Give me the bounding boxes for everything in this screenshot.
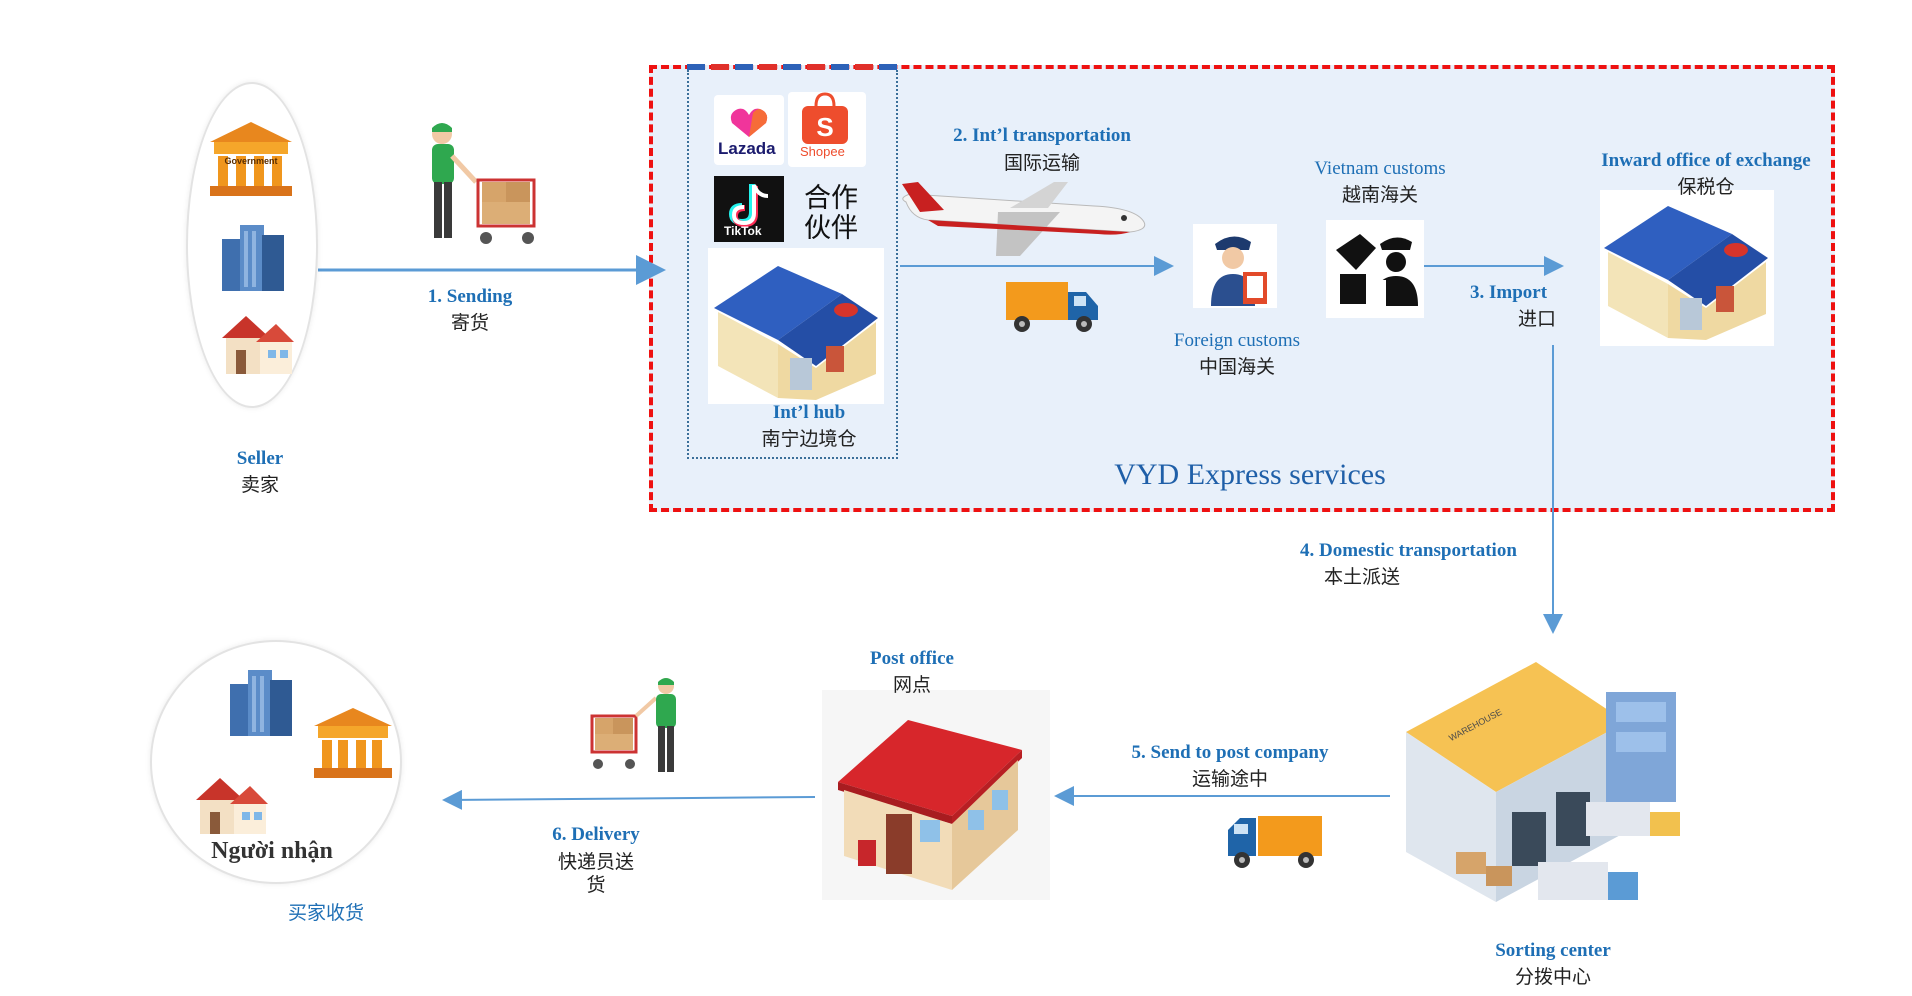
inward-office-label-en: Inward office of exchange bbox=[1601, 150, 1811, 171]
step-delivery-en: 6. Delivery bbox=[552, 824, 640, 845]
receiver-label-zh: 买家收货 bbox=[287, 902, 365, 924]
svg-text:S: S bbox=[816, 112, 833, 142]
sorting-center-label-en: Sorting center bbox=[1495, 940, 1611, 961]
airplane-icon bbox=[902, 182, 1146, 256]
step-to-post-zh: 运输途中 bbox=[1191, 768, 1269, 790]
house-icon-receiver bbox=[196, 778, 268, 834]
intl-hub-box bbox=[687, 70, 898, 459]
partners-label-line1: 合作 bbox=[804, 183, 858, 214]
lazada-wordmark: Lazada bbox=[718, 139, 776, 158]
step-delivery-zh-line1: 快递员送 bbox=[557, 851, 635, 873]
step-import-zh: 进口 bbox=[1518, 308, 1557, 330]
step-intl-transport-en: 2. Int’l transportation bbox=[953, 125, 1131, 146]
foreign-customs-label-zh: 中国海关 bbox=[1198, 356, 1276, 378]
step-domestic-en: 4. Domestic transportation bbox=[1300, 540, 1517, 561]
vietnam-customs-label-zh: 越南海关 bbox=[1341, 184, 1419, 206]
courier-cart-icon bbox=[432, 123, 536, 244]
step-domestic-zh: 本土派送 bbox=[1324, 566, 1401, 588]
arrow-delivery bbox=[442, 789, 816, 810]
tiktok-note-icon bbox=[728, 184, 769, 228]
vietnam-customs-label-en: Vietnam customs bbox=[1314, 158, 1446, 179]
service-box-title: VYD Express services bbox=[1114, 458, 1386, 491]
house-icon bbox=[222, 316, 294, 374]
inward-office-label-zh: 保税仓 bbox=[1677, 176, 1735, 198]
intl-hub-warehouse-icon bbox=[708, 248, 884, 404]
seller-label-zh: 卖家 bbox=[240, 474, 280, 496]
lazada-logo: Lazada bbox=[714, 95, 784, 165]
inward-office-warehouse-icon bbox=[1600, 190, 1774, 346]
shopee-bag-icon: S bbox=[802, 92, 848, 144]
lazada-heart-icon bbox=[730, 108, 768, 137]
shopee-wordmark: Shopee bbox=[800, 144, 845, 159]
intl-hub-label-zh: 南宁边境仓 bbox=[761, 428, 857, 450]
step-import-en: 3. Import bbox=[1470, 282, 1548, 303]
step-to-post-en: 5. Send to post company bbox=[1131, 742, 1329, 763]
step-sending-en: 1. Sending bbox=[427, 286, 513, 307]
office-towers-icon-receiver bbox=[230, 670, 292, 736]
truck-icon-intl bbox=[1006, 282, 1098, 332]
foreign-customs-label-en: Foreign customs bbox=[1173, 330, 1301, 351]
truck-icon-domestic bbox=[1228, 816, 1322, 868]
intl-hub-label-en: Int’l hub bbox=[772, 402, 846, 423]
post-office-label-zh: 网点 bbox=[892, 674, 932, 696]
tiktok-wordmark: TikTok bbox=[724, 224, 762, 238]
government-sign: Government bbox=[224, 156, 278, 166]
post-office-label-en: Post office bbox=[870, 648, 954, 669]
seller-label-en: Seller bbox=[236, 448, 284, 469]
government-building-icon-receiver bbox=[314, 708, 392, 778]
customs-officer-icon bbox=[1193, 224, 1277, 308]
step-sending-zh: 寄货 bbox=[450, 312, 490, 334]
sorting-center-icon bbox=[1406, 662, 1680, 902]
office-towers-icon bbox=[222, 225, 284, 291]
shopee-logo: S Shopee bbox=[788, 92, 866, 167]
delivery-courier-icon bbox=[590, 678, 676, 772]
tiktok-logo: TikTok bbox=[714, 176, 784, 242]
post-office-icon bbox=[822, 690, 1050, 900]
government-building-icon bbox=[210, 122, 292, 196]
vietnam-customs-icon bbox=[1326, 220, 1424, 318]
receiver-oval-text: Người nhận bbox=[211, 838, 333, 864]
partners-label-line2: 伙伴 bbox=[804, 213, 858, 244]
hub-box-top-border bbox=[687, 64, 898, 70]
sorting-center-label-zh: 分拨中心 bbox=[1514, 966, 1592, 988]
step-delivery-zh-line2: 货 bbox=[586, 874, 606, 896]
step-intl-transport-zh: 国际运输 bbox=[1003, 152, 1081, 174]
